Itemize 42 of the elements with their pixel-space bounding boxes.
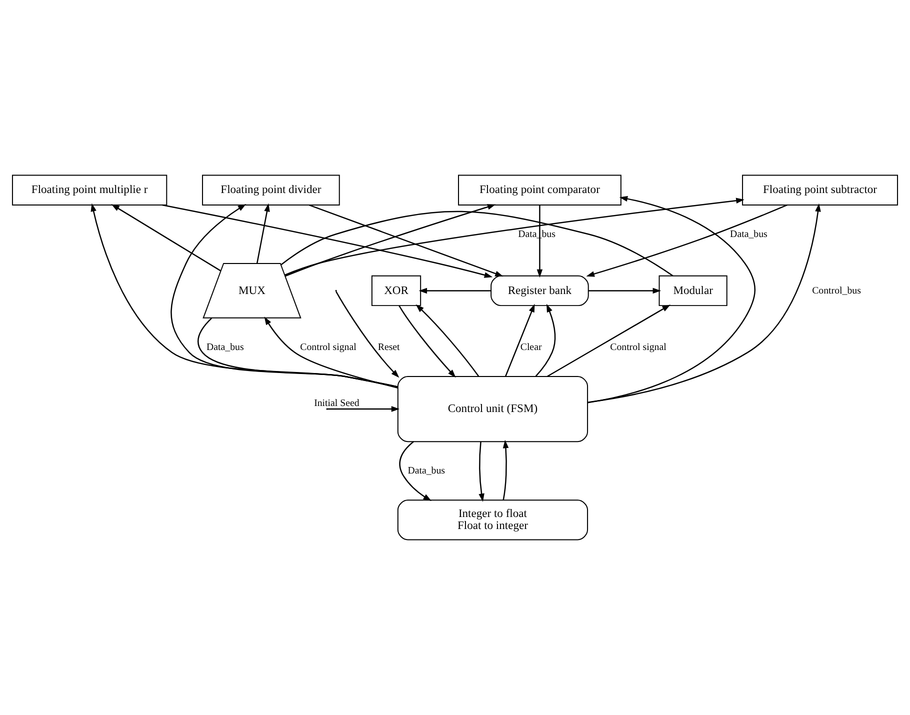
node-box: Floating point subtractor	[742, 174, 898, 206]
arrow	[588, 203, 821, 403]
connector	[198, 318, 398, 388]
node-box: Modular	[658, 275, 728, 306]
arrow	[588, 196, 756, 404]
arrow	[586, 204, 788, 277]
edge-label: Initial Seed	[314, 398, 360, 410]
edge-label: Data_bus	[206, 342, 244, 353]
edge-label: Data_bus	[408, 465, 445, 476]
node-box: Floating point multiplie r	[12, 174, 168, 206]
arrow	[162, 204, 493, 278]
arrow	[505, 304, 535, 376]
connector	[280, 210, 674, 276]
node-box: XOR	[371, 275, 422, 306]
edge-label: Control signal	[610, 342, 666, 353]
edge-label: Clear	[520, 342, 542, 353]
arrow	[284, 198, 744, 276]
node-box: Integer to float Float to integer	[397, 500, 588, 540]
node-box: Floating point divider	[202, 174, 340, 206]
arrow	[478, 442, 484, 502]
arrow	[399, 441, 432, 502]
arrow	[418, 288, 491, 294]
arrow	[170, 204, 398, 388]
edge-label: Reset	[378, 342, 400, 353]
arrow	[502, 440, 509, 500]
edge-label: Data_bus	[730, 228, 768, 240]
edge-label: Control_bus	[812, 285, 861, 296]
arrow	[416, 304, 480, 377]
node-box: Register bank	[490, 275, 589, 306]
edge-label: Control signal	[300, 342, 356, 353]
node-box: Floating point comparator	[458, 174, 622, 206]
arrow	[547, 304, 670, 377]
arrow	[398, 305, 456, 378]
node-box: Control unit (FSM)	[397, 376, 588, 442]
arrow	[264, 316, 398, 388]
arrow	[256, 203, 270, 264]
arrow	[588, 288, 662, 294]
arrow	[111, 204, 221, 272]
arrow	[535, 304, 556, 377]
arrow	[336, 291, 400, 378]
arrow	[536, 205, 543, 278]
arrow	[90, 203, 398, 388]
